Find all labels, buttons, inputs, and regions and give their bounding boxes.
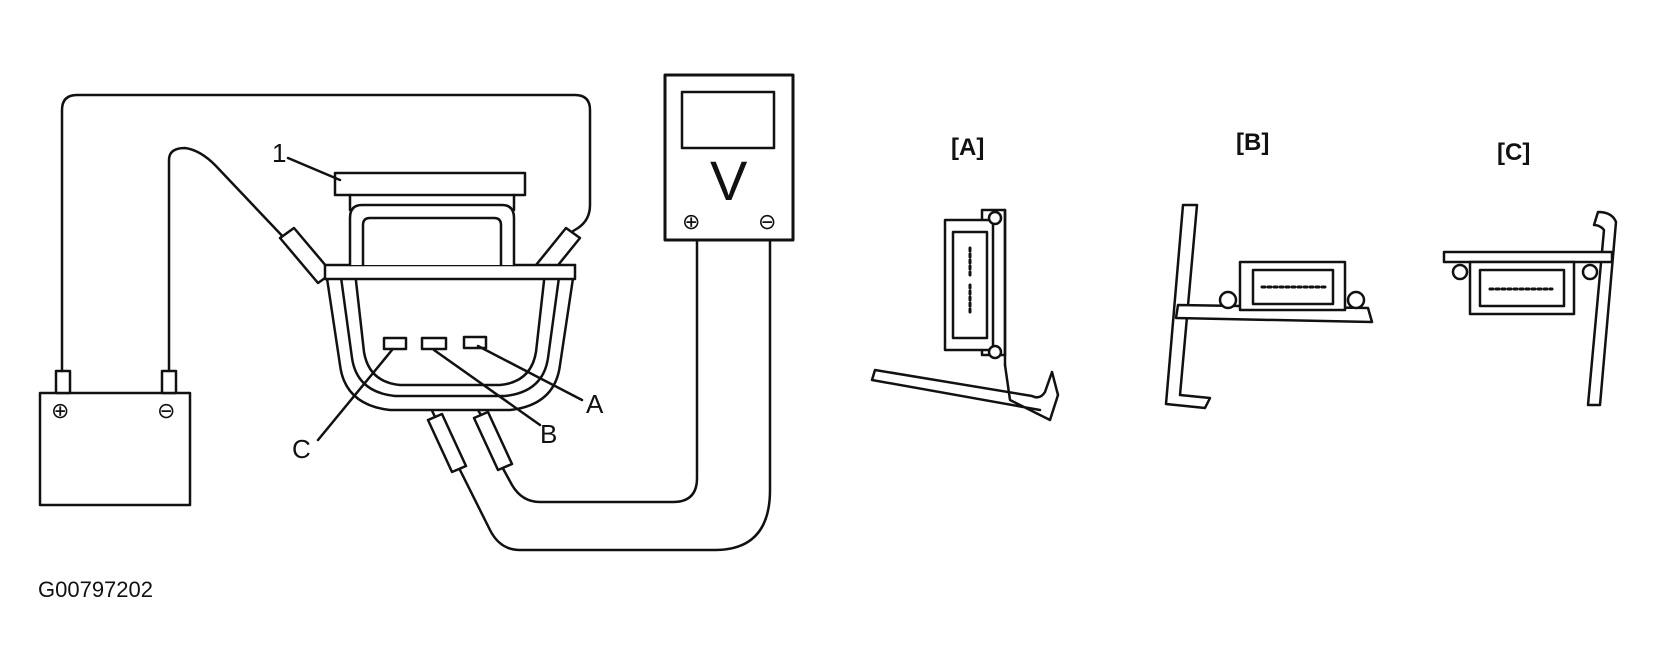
leader-b: [432, 348, 542, 427]
ignition-module-connector: [323, 171, 577, 412]
view-b-label: [B]: [1236, 129, 1269, 156]
figure-code: G00797202: [38, 577, 153, 602]
module-view-b: [1164, 203, 1374, 410]
callout-b: B: [540, 419, 557, 449]
leader-1: [286, 156, 342, 182]
voltmeter-negative-symbol: ⊖: [758, 209, 776, 234]
battery-negative-symbol: ⊖: [157, 398, 175, 423]
view-c-label: [C]: [1497, 139, 1530, 166]
voltmeter-positive-symbol: ⊕: [682, 209, 700, 234]
battery: [38, 369, 192, 507]
leader-c: [316, 348, 394, 442]
view-a-label: [A]: [951, 134, 984, 161]
leader-a: [476, 344, 584, 402]
battery-positive-symbol: ⊕: [51, 398, 69, 423]
battery-negative-wire: [167, 146, 290, 373]
voltmeter-negative-wire: [456, 238, 772, 552]
voltmeter-unit-label: V: [710, 149, 748, 212]
voltmeter-positive-wire: [498, 238, 699, 504]
voltmeter: [663, 73, 795, 242]
callout-1: 1: [272, 138, 286, 168]
battery-positive-wire: [60, 93, 592, 373]
callout-a: A: [586, 389, 604, 419]
callout-c: C: [292, 434, 311, 464]
module-view-a: [870, 208, 1060, 422]
module-view-c: [1442, 210, 1618, 407]
